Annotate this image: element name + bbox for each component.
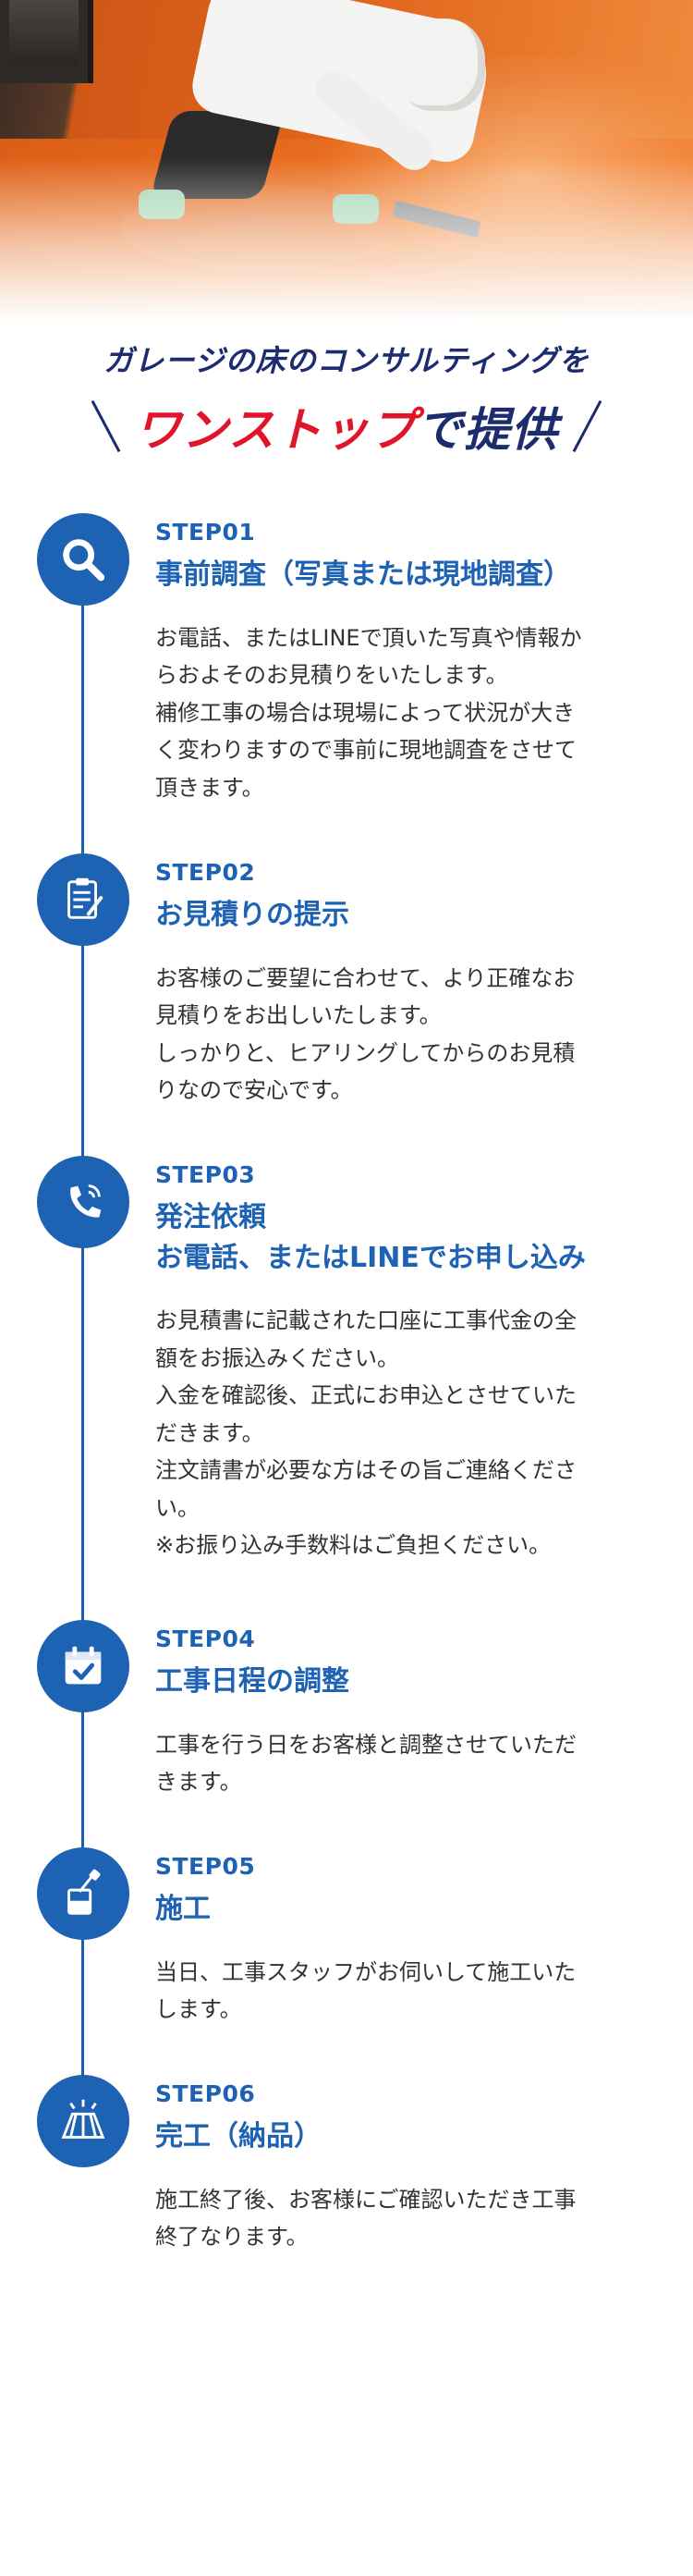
step-description: お見積書に記載された口座に工事代金の全 額をお振込みください。 入金を確認後、正… — [155, 1302, 654, 1564]
step-title-line: 工事日程の調整 — [155, 1665, 349, 1698]
desc-line: 当日、工事スタッフがお伺いして施工いた — [155, 1958, 577, 1985]
desc-line: します。 — [155, 1996, 242, 2023]
desc-line: 頂きます。 — [155, 774, 264, 801]
step-title: 発注依頼 お電話、またはLINEでお申し込み — [155, 1197, 654, 1278]
desc-line: い。 — [155, 1494, 200, 1521]
heading-title: ワンストップで提供 — [135, 393, 558, 460]
step-title-line: 完工（納品） — [155, 2120, 322, 2153]
step-description: お客様のご要望に合わせて、より正確なお 見積りをお出しいたします。 しっかりと、… — [155, 960, 654, 1110]
step-description: 当日、工事スタッフがお伺いして施工いた します。 — [155, 1954, 654, 2029]
finished-floor-icon — [61, 2099, 105, 2139]
step-icon-circle — [37, 1156, 129, 1248]
desc-line: お電話、またはLINEで頂いた写真や情報か — [155, 624, 582, 651]
desc-line: 施工終了後、お客様にご確認いただき工事 — [155, 2186, 577, 2213]
desc-line: く変わりますので事前に現地調査をさせて — [155, 737, 577, 764]
step-title: 事前調査（写真または現地調査） — [155, 555, 654, 595]
heading-title-navy: で提供 — [417, 403, 558, 457]
step-description: 工事を行う日をお客様と調整させていただ きます。 — [155, 1726, 654, 1801]
paint-bucket-icon — [67, 1869, 101, 1915]
step-title-line: お見積りの提示 — [155, 899, 349, 931]
desc-line: 入金を確認後、正式にお申込とさせていた — [155, 1382, 577, 1409]
desc-line: 額をお振込みください。 — [155, 1344, 399, 1371]
timeline-line — [81, 518, 84, 2145]
desc-line: 工事を行う日をお客様と調整させていただ — [155, 1731, 577, 1758]
calendar-check-icon — [65, 1646, 102, 1685]
slash-decoration-left — [91, 399, 121, 453]
desc-line: 補修工事の場合は現場によって状況が大き — [155, 699, 576, 726]
desc-line: だきます。 — [155, 1419, 264, 1446]
step-title: お見積りの提示 — [155, 895, 654, 936]
step-number: STEP03 — [155, 1161, 256, 1188]
desc-line: ※お振り込み手数料はご負担ください。 — [155, 1532, 552, 1559]
step-title: 施工 — [155, 1889, 654, 1930]
slash-decoration-right — [572, 399, 602, 453]
step-title-line: 事前調査（写真または現地調査） — [155, 558, 571, 591]
search-icon — [63, 539, 105, 582]
desc-line: お客様のご要望に合わせて、より正確なお — [155, 964, 576, 991]
step-number: STEP06 — [155, 2080, 256, 2107]
step-title-line: 施工 — [155, 1893, 211, 1925]
step-icon-circle — [37, 513, 129, 606]
step-icon-circle — [37, 1847, 129, 1940]
step-number: STEP02 — [155, 859, 256, 886]
phone-icon — [70, 1184, 102, 1218]
desc-line: しっかりと、ヒアリングしてからのお見積 — [155, 1039, 576, 1066]
step-number: STEP05 — [155, 1853, 256, 1880]
desc-line: 注文請書が必要な方はその旨ご連絡くださ — [155, 1457, 577, 1484]
heading-subtitle: ガレージの床のコンサルティングを — [103, 343, 590, 378]
step-title: 工事日程の調整 — [155, 1662, 654, 1702]
step-icon-circle — [37, 853, 129, 946]
desc-line: お見積書に記載された口座に工事代金の全 — [155, 1307, 577, 1333]
step-description: お電話、またはLINEで頂いた写真や情報か らおよそのお見積りをいたします。 補… — [155, 619, 654, 807]
section-heading: ガレージの床のコンサルティングを ワンストップで提供 — [0, 337, 693, 460]
desc-line: 見積りをお出しいたします。 — [155, 1002, 442, 1029]
estimate-clipboard-icon — [67, 877, 103, 919]
desc-line: らおよそのお見積りをいたします。 — [155, 662, 508, 689]
heading-title-red: ワンストップ — [135, 403, 417, 457]
desc-line: 終了なります。 — [155, 2224, 309, 2251]
step-title-line: お電話、またはLINEでお申し込み — [155, 1241, 586, 1274]
step-title-line: 発注依頼 — [155, 1201, 266, 1233]
step-number: STEP01 — [155, 519, 256, 546]
step-icon-circle — [37, 2075, 129, 2167]
step-number: STEP04 — [155, 1625, 256, 1652]
hero-image — [0, 0, 693, 351]
step-description: 施工終了後、お客様にご確認いただき工事 終了なります。 — [155, 2181, 654, 2256]
desc-line: きます。 — [155, 1769, 242, 1796]
step-title: 完工（納品） — [155, 2116, 654, 2157]
desc-line: りなので安心です。 — [155, 1077, 353, 1104]
window — [0, 0, 93, 83]
step-icon-circle — [37, 1620, 129, 1712]
